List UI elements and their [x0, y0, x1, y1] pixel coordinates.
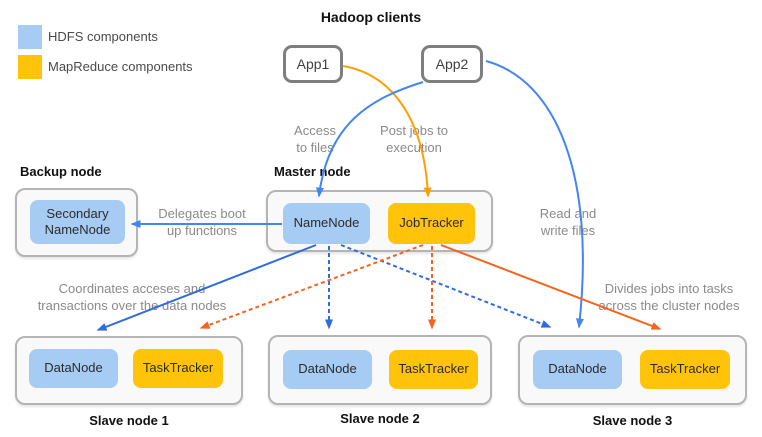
arrow-app2-to-slave3 — [485, 60, 584, 329]
app2-box: App2 — [421, 45, 483, 83]
slave1-datanode-box: DataNode — [29, 349, 118, 388]
edge-label-post-jobs: Post jobs to execution — [380, 123, 448, 155]
secondary-namenode-box: Secondary NameNode — [30, 200, 125, 244]
edge-label-read-write-files: Read and write files — [539, 206, 597, 238]
namenode-label: NameNode — [293, 215, 360, 231]
slave3-datanode-box: DataNode — [533, 350, 622, 389]
master-node-title: Master node — [274, 164, 351, 179]
hdfs-legend-label: HDFS components — [48, 29, 158, 44]
slave2-tasktracker-label: TaskTracker — [398, 361, 469, 377]
clients-title: Hadoop clients — [320, 9, 422, 25]
arrow-namenode-to-slave3 — [340, 244, 552, 328]
edge-label-access-to-files: Access to files — [294, 123, 336, 155]
slave1-tasktracker-box: TaskTracker — [133, 349, 223, 388]
edge-label-divides: Divides jobs into tasks across the clust… — [598, 281, 740, 313]
slave3-datanode-label: DataNode — [548, 361, 607, 377]
slave-node-1-caption: Slave node 1 — [89, 413, 169, 428]
edge-label-coordinates: Coordinates acceses and transactions ove… — [37, 281, 227, 313]
edge-label-delegates: Delegates boot up functions — [158, 206, 246, 238]
app2-label: App2 — [435, 56, 469, 72]
slave-node-2-caption: Slave node 2 — [340, 411, 420, 426]
slave2-datanode-label: DataNode — [298, 361, 357, 377]
slave2-datanode-box: DataNode — [283, 350, 372, 389]
slave-node-3-caption: Slave node 3 — [592, 413, 673, 428]
slave3-tasktracker-box: TaskTracker — [640, 350, 730, 389]
app1-box: App1 — [283, 45, 343, 83]
mapreduce-legend-swatch-icon — [18, 55, 42, 79]
slave3-tasktracker-label: TaskTracker — [649, 361, 721, 377]
namenode-box: NameNode — [283, 203, 370, 244]
app1-label: App1 — [296, 56, 330, 72]
slave1-tasktracker-label: TaskTracker — [142, 360, 214, 376]
secondary-namenode-label: Secondary NameNode — [44, 205, 111, 237]
jobtracker-label: JobTracker — [399, 215, 464, 231]
slave2-tasktracker-box: TaskTracker — [389, 350, 478, 389]
hdfs-legend-swatch-icon — [18, 25, 42, 49]
backup-node-title: Backup node — [20, 164, 102, 179]
mapreduce-legend-label: MapReduce components — [48, 59, 193, 74]
jobtracker-box: JobTracker — [388, 203, 475, 244]
slave1-datanode-label: DataNode — [44, 360, 103, 376]
